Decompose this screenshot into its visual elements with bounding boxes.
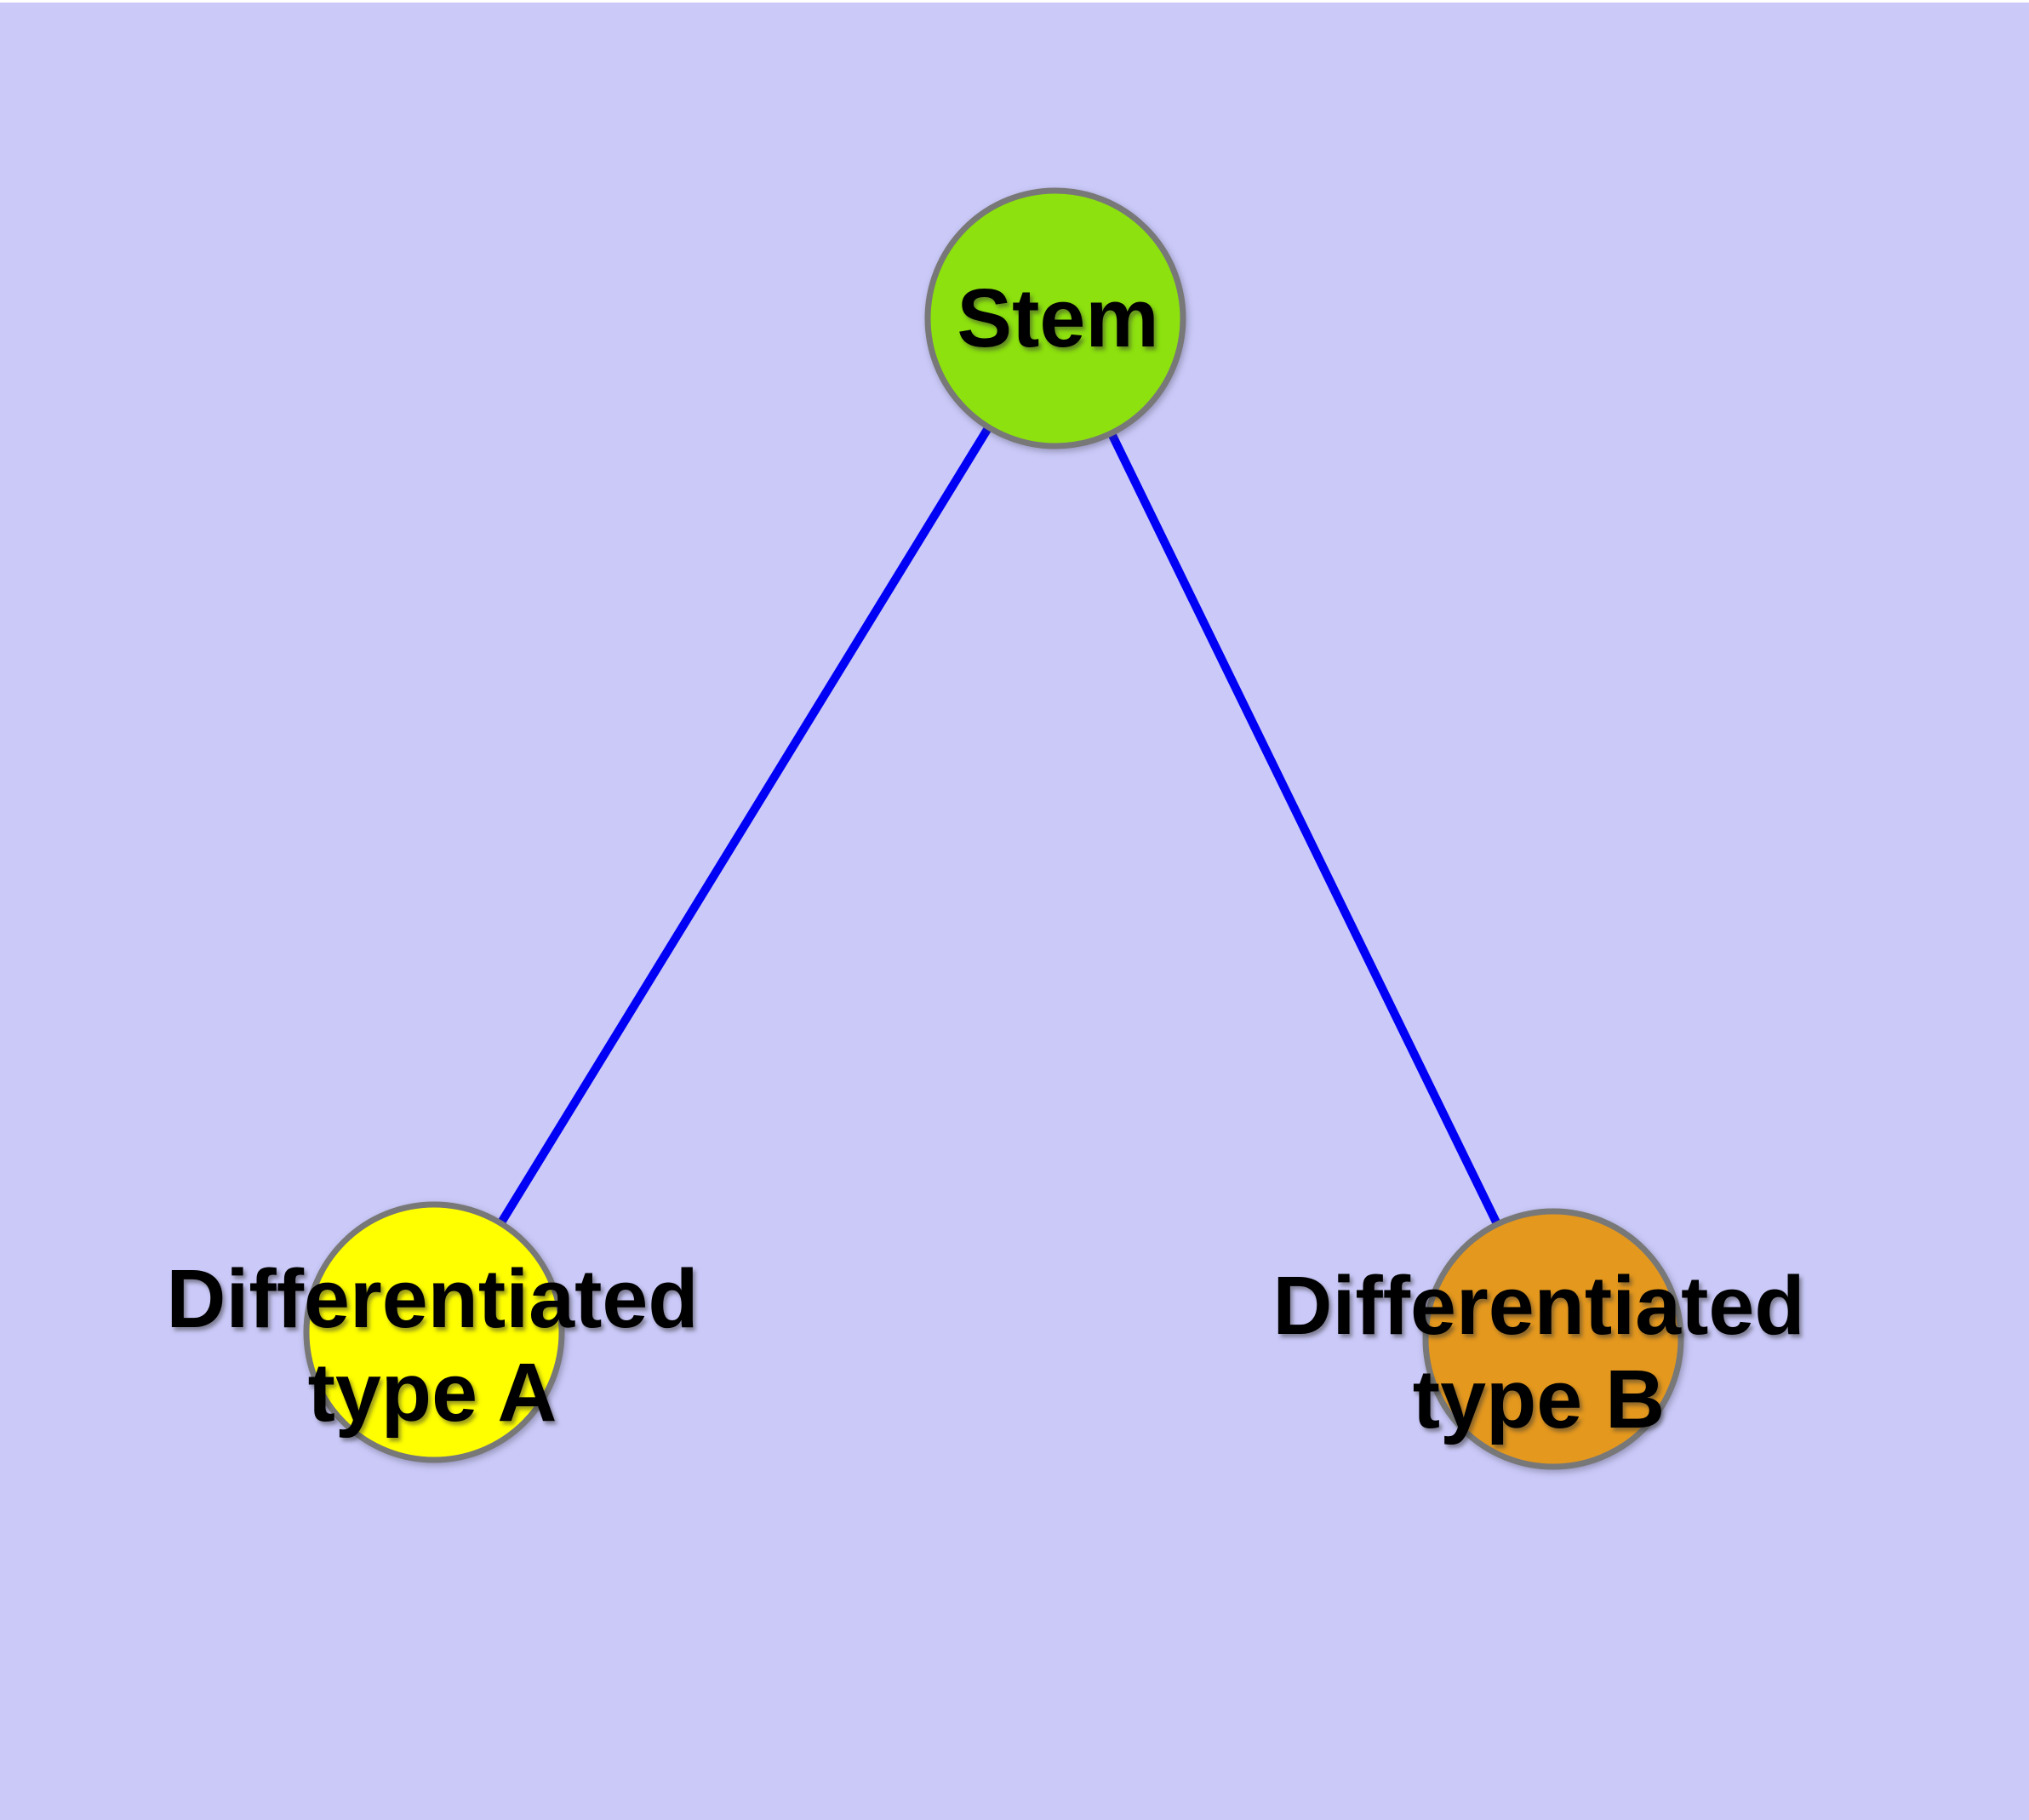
edge-stem-to-type-a xyxy=(430,316,1060,1335)
edge-stem-to-type-b xyxy=(1051,316,1557,1342)
node-type-a-circle[interactable] xyxy=(303,1201,565,1463)
node-stem-circle[interactable] xyxy=(924,187,1186,449)
node-type-b-circle[interactable] xyxy=(1422,1208,1684,1470)
